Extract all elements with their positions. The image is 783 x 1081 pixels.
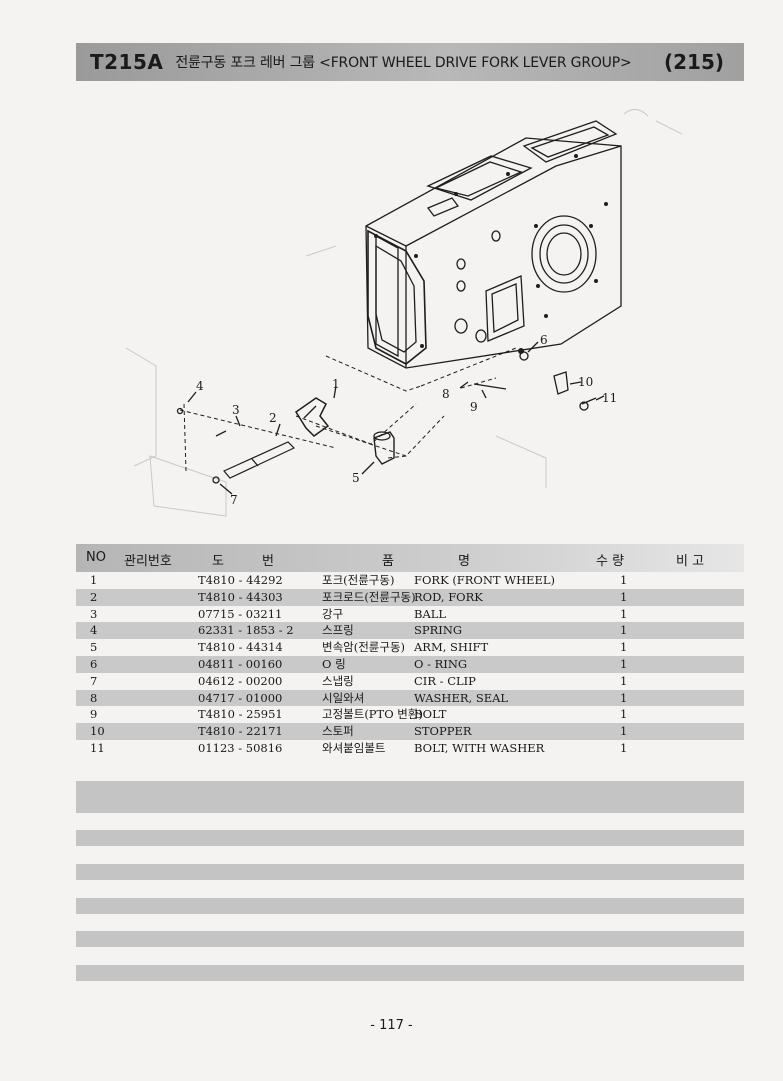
cell-part-code: T4810 - 44314 xyxy=(198,640,283,655)
cell-part-code: 62331 - 1853 - 2 xyxy=(198,623,294,638)
cell-no: 8 xyxy=(90,690,98,705)
col-remark: 비 고 xyxy=(676,554,705,569)
cell-name-ko: O 링 xyxy=(322,656,346,671)
parts-table: NO 관리번호 도 번 품 명 수 량 비 고 1 T4810 - 44292 포크… xyxy=(76,544,744,757)
table-row: 7 04612 - 00200 스냅링 CIR - CLIP 1 xyxy=(76,673,744,690)
col-mgmt: 관리번호 xyxy=(124,554,172,569)
table-row: 8 04717 - 01000 시일와셔 WASHER, SEAL 1 xyxy=(76,689,744,707)
callout-10: 10 xyxy=(578,375,593,389)
cell-no: 1 xyxy=(90,573,98,587)
table-row: 11 01123 - 50816 와셔붙임볼트 BOLT, WITH WASHER 1 xyxy=(76,740,744,757)
cell-qty: 1 xyxy=(620,690,628,705)
cell-name-ko: 포크로드(전륜구동) xyxy=(322,589,416,604)
cell-name-ko: 고정볼트(PTO 변환) xyxy=(322,707,423,722)
cell-no: 11 xyxy=(90,740,105,755)
cell-name-en: CIR - CLIP xyxy=(414,673,476,688)
callout-4: 4 xyxy=(196,379,204,393)
cell-no: 9 xyxy=(90,707,98,722)
callout-2: 2 xyxy=(269,411,277,425)
col-part-a: 도 xyxy=(212,554,224,569)
cell-qty: 1 xyxy=(620,623,628,638)
cell-qty: 1 xyxy=(620,589,628,604)
exploded-parts-diagram: 1 2 3 4 5 6 7 8 9 10 11 xyxy=(76,86,744,536)
callout-5: 5 xyxy=(352,471,360,485)
cell-qty: 1 xyxy=(620,707,628,722)
table-row: 6 04811 - 00160 O 링 O - RING 1 xyxy=(76,655,744,673)
cell-name-ko: 와셔붙임볼트 xyxy=(322,740,386,755)
cell-part-code: T4810 - 44303 xyxy=(198,589,283,604)
cell-name-ko: 변속암(전륜구동) xyxy=(322,640,406,655)
cell-name-en: FORK (FRONT WHEEL) xyxy=(414,573,556,587)
cell-name-en: SPRING xyxy=(414,623,463,638)
table-row: 10 T4810 - 22171 스토퍼 STOPPER 1 xyxy=(76,723,744,740)
cell-qty: 1 xyxy=(620,724,628,739)
cell-name-ko: 스토퍼 xyxy=(322,724,354,739)
cell-qty: 1 xyxy=(620,573,628,587)
cell-name-en: BALL xyxy=(414,606,447,621)
cell-no: 2 xyxy=(90,589,98,604)
table-row: 4 62331 - 1853 - 2 스프링 SPRING 1 xyxy=(76,622,744,640)
page-header: T215A 전륜구동 포크 레버 그룹 <FRONT WHEEL DRIVE F… xyxy=(76,43,744,81)
cell-qty: 1 xyxy=(620,656,628,671)
cell-name-en: ARM, SHIFT xyxy=(414,640,489,655)
cell-part-code: 01123 - 50816 xyxy=(198,740,283,755)
cell-no: 10 xyxy=(90,724,105,739)
col-name-a: 품 xyxy=(382,554,394,569)
table-row: 1 T4810 - 44292 포크(전륜구동) FORK (FRONT WHEEL)… xyxy=(76,572,744,589)
table-row: 2 T4810 - 44303 포크로드(전륜구동)ROD, FORK 1 xyxy=(76,588,744,606)
cell-part-code: 04612 - 00200 xyxy=(198,673,283,688)
cell-name-en: STOPPER xyxy=(414,724,472,739)
callout-6: 6 xyxy=(540,333,548,347)
group-title: 전륜구동 포크 레버 그룹 <FRONT WHEEL DRIVE FORK LE… xyxy=(175,55,632,71)
col-qty: 수 량 xyxy=(596,554,625,569)
cell-name-ko: 강구 xyxy=(322,606,344,621)
callout-11: 11 xyxy=(602,391,617,405)
cell-part-code: 04811 - 00160 xyxy=(198,656,283,671)
group-number: (215) xyxy=(663,50,724,74)
cell-qty: 1 xyxy=(620,740,628,755)
cell-no: 7 xyxy=(90,673,98,688)
table-row: 9 T4810 - 25951 고정볼트(PTO 변환)BOLT 1 xyxy=(76,706,744,723)
table-row: 5 T4810 - 44314 변속암(전륜구동) ARM, SHIFT 1 xyxy=(76,639,744,656)
callout-7: 7 xyxy=(230,493,238,507)
cell-part-code: 04717 - 01000 xyxy=(198,690,283,705)
cell-name-ko: 시일와셔 xyxy=(322,690,365,705)
callout-3: 3 xyxy=(232,403,240,417)
col-no: NO xyxy=(86,550,106,565)
callout-1: 1 xyxy=(332,377,340,391)
cell-part-code: T4810 - 22171 xyxy=(198,724,283,739)
cell-part-code: T4810 - 25951 xyxy=(198,707,283,722)
cell-name-en: O - RING xyxy=(414,656,468,671)
callout-9: 9 xyxy=(470,400,478,414)
diagram-svg: 1 2 3 4 5 6 7 8 9 10 11 xyxy=(125,109,683,517)
cell-qty: 1 xyxy=(620,640,628,655)
cell-part-code: 07715 - 03211 xyxy=(198,606,283,621)
col-name-b: 명 xyxy=(458,554,470,569)
callout-8: 8 xyxy=(442,387,450,401)
cell-no: 4 xyxy=(90,623,98,638)
cell-no: 3 xyxy=(90,606,98,621)
cell-name-en: WASHER, SEAL xyxy=(414,690,509,705)
cell-name-ko: 스냅링 xyxy=(322,673,354,688)
cell-part-code: T4810 - 44292 xyxy=(198,573,283,587)
col-part-b: 번 xyxy=(262,554,274,569)
table-row: 3 07715 - 03211 강구 BALL 1 xyxy=(76,606,744,623)
group-code: T215A xyxy=(90,50,164,74)
cell-no: 5 xyxy=(90,640,98,655)
cell-no: 6 xyxy=(90,656,98,671)
table-body: 1 T4810 - 44292 포크(전륜구동) FORK (FRONT WHEEL)… xyxy=(76,572,744,757)
cell-name-en: BOLT xyxy=(414,707,447,722)
cell-name-ko: 포크(전륜구동) xyxy=(322,573,395,587)
cell-name-en: ROD, FORK xyxy=(414,589,483,604)
cell-name-ko: 스프링 xyxy=(322,623,354,638)
page-number: - 117 - xyxy=(370,1018,413,1033)
cell-name-en: BOLT, WITH WASHER xyxy=(414,740,545,755)
cell-qty: 1 xyxy=(620,673,628,688)
cell-qty: 1 xyxy=(620,606,628,621)
table-header: NO 관리번호 도 번 품 명 수 량 비 고 xyxy=(76,544,744,572)
